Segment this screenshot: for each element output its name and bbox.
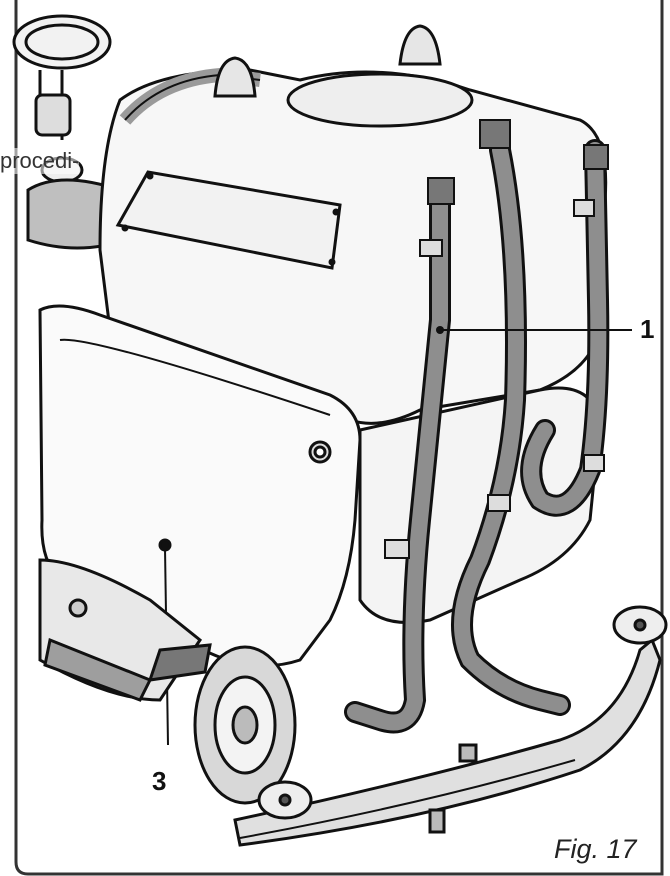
figure-caption: Fig. 17: [554, 834, 637, 864]
hoses: [344, 119, 610, 734]
rear-wheel: [193, 645, 297, 805]
callout-label-3: 3: [152, 766, 167, 796]
callout-label-1: 1: [640, 314, 655, 344]
brush-deck: [38, 558, 212, 702]
cropped-text-fragment: procedi-: [0, 148, 80, 174]
figure-frame: [14, 0, 664, 876]
recovery-tank: [98, 24, 608, 425]
squeegee: [233, 605, 668, 847]
callout-1-marker: [436, 326, 444, 334]
